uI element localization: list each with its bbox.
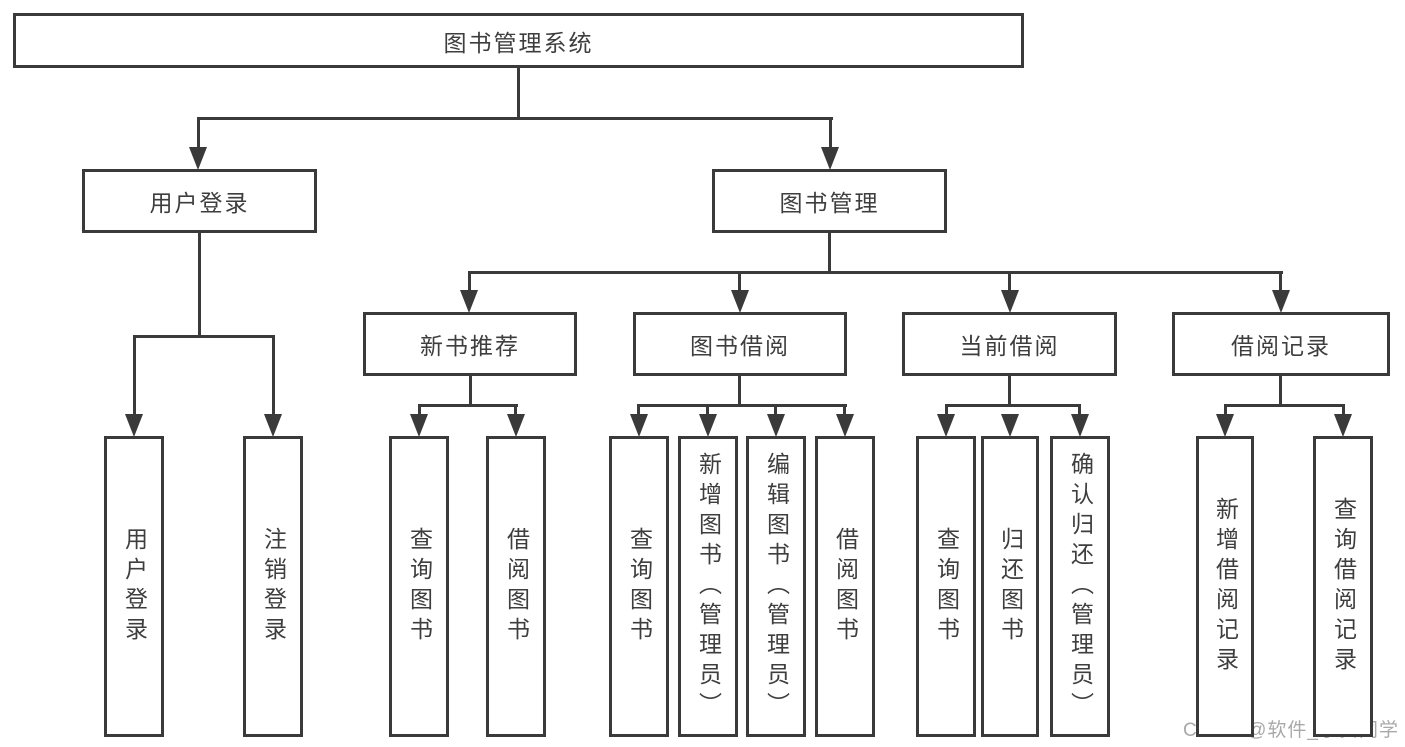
node-rec-borrow-books: 借阅图书 bbox=[486, 436, 546, 737]
node-label-rec-query-books: 查询图书 bbox=[406, 526, 433, 647]
arrowhead-down-icon bbox=[1334, 414, 1352, 437]
connector-line bbox=[829, 117, 832, 153]
arrowhead-down-icon bbox=[1001, 290, 1019, 313]
arrowhead-down-icon bbox=[937, 414, 955, 437]
arrowhead-down-icon bbox=[189, 147, 207, 170]
connector-line bbox=[738, 376, 741, 406]
node-book-mgmt: 图书管理 bbox=[712, 169, 947, 233]
connector-line bbox=[197, 117, 200, 153]
arrowhead-down-icon bbox=[821, 147, 839, 170]
connector-line bbox=[272, 335, 275, 419]
node-label-cb-query-books: 查询图书 bbox=[933, 526, 960, 647]
node-label-bb-query-books: 查询图书 bbox=[626, 526, 653, 647]
connector-line bbox=[514, 404, 517, 420]
connector-line bbox=[738, 271, 741, 295]
connector-line bbox=[133, 335, 275, 338]
connector-line bbox=[469, 376, 472, 406]
connector-line bbox=[1078, 404, 1081, 420]
connector-line bbox=[197, 117, 833, 120]
connector-line bbox=[1342, 404, 1345, 420]
node-label-new-book-rec: 新书推荐 bbox=[420, 333, 520, 359]
arrowhead-down-icon bbox=[836, 414, 854, 437]
connector-line bbox=[1008, 271, 1011, 295]
connector-line bbox=[774, 404, 777, 420]
connector-line bbox=[637, 404, 640, 420]
connector-line bbox=[198, 233, 201, 338]
node-user-login: 用户登录 bbox=[82, 169, 317, 233]
node-bb-add-books: 新增图书（管理员） bbox=[678, 436, 738, 737]
node-label-login: 用户登录 bbox=[121, 526, 148, 647]
connector-line bbox=[1224, 404, 1344, 407]
connector-line bbox=[468, 271, 471, 295]
node-current-borrow: 当前借阅 bbox=[902, 312, 1117, 376]
node-label-current-borrow: 当前借阅 bbox=[959, 333, 1060, 359]
connector-line bbox=[828, 233, 831, 274]
connector-line bbox=[133, 335, 136, 419]
arrowhead-down-icon bbox=[1272, 290, 1290, 313]
node-label-br-query-record: 查询借阅记录 bbox=[1330, 496, 1357, 677]
connector-line bbox=[468, 271, 1283, 274]
arrowhead-down-icon bbox=[699, 414, 717, 437]
connector-line bbox=[945, 404, 948, 420]
node-label-book-mgmt: 图书管理 bbox=[779, 190, 880, 216]
node-br-query-record: 查询借阅记录 bbox=[1313, 436, 1373, 737]
node-bb-query-books: 查询图书 bbox=[609, 436, 669, 737]
connector-line bbox=[706, 404, 709, 420]
connector-line bbox=[1279, 271, 1282, 295]
node-label-cb-return-books: 归还图书 bbox=[997, 526, 1024, 647]
node-label-book-borrow: 图书借阅 bbox=[690, 333, 790, 359]
node-root: 图书管理系统 bbox=[13, 13, 1024, 68]
connector-line bbox=[945, 404, 1081, 407]
arrowhead-down-icon bbox=[507, 414, 525, 437]
node-label-cb-confirm-return: 确认归还（管理员） bbox=[1067, 451, 1094, 722]
node-label-bb-add-books: 新增图书（管理员） bbox=[695, 451, 722, 722]
node-rec-query-books: 查询图书 bbox=[389, 436, 449, 737]
connector-line bbox=[843, 404, 846, 420]
node-cb-confirm-return: 确认归还（管理员） bbox=[1050, 436, 1110, 737]
node-cb-return-books: 归还图书 bbox=[981, 436, 1039, 737]
node-label-logout: 注销登录 bbox=[260, 526, 287, 647]
node-label-borrow-records: 借阅记录 bbox=[1231, 333, 1331, 359]
arrowhead-down-icon bbox=[1001, 414, 1019, 437]
node-label-rec-borrow-books: 借阅图书 bbox=[503, 526, 530, 647]
connector-line bbox=[1224, 404, 1227, 420]
arrowhead-down-icon bbox=[125, 414, 143, 437]
node-label-bb-edit-books: 编辑图书（管理员） bbox=[763, 451, 790, 722]
connector-line bbox=[637, 404, 847, 407]
arrowhead-down-icon bbox=[410, 414, 428, 437]
node-br-add-record: 新增借阅记录 bbox=[1196, 436, 1254, 737]
node-new-book-rec: 新书推荐 bbox=[363, 312, 577, 376]
arrowhead-down-icon bbox=[460, 290, 478, 313]
node-cb-query-books: 查询图书 bbox=[916, 436, 976, 737]
node-login: 用户登录 bbox=[104, 436, 164, 737]
arrowhead-down-icon bbox=[630, 414, 648, 437]
node-logout: 注销登录 bbox=[243, 436, 303, 737]
arrowhead-down-icon bbox=[264, 414, 282, 437]
arrowhead-down-icon bbox=[1071, 414, 1089, 437]
node-bb-edit-books: 编辑图书（管理员） bbox=[746, 436, 806, 737]
connector-line bbox=[1008, 376, 1011, 406]
connector-line bbox=[418, 404, 518, 407]
node-label-user-login: 用户登录 bbox=[149, 190, 250, 216]
node-label-br-add-record: 新增借阅记录 bbox=[1212, 496, 1239, 677]
node-label-root: 图书管理系统 bbox=[443, 29, 594, 56]
arrowhead-down-icon bbox=[1216, 414, 1234, 437]
arrowhead-down-icon bbox=[731, 290, 749, 313]
arrowhead-down-icon bbox=[767, 414, 785, 437]
node-label-bb-borrow-books: 借阅图书 bbox=[832, 526, 859, 647]
connector-line bbox=[418, 404, 421, 420]
node-book-borrow: 图书借阅 bbox=[633, 312, 847, 376]
connector-line bbox=[517, 68, 520, 119]
node-bb-borrow-books: 借阅图书 bbox=[815, 436, 875, 737]
node-borrow-records: 借阅记录 bbox=[1172, 312, 1390, 376]
connector-line bbox=[1279, 376, 1282, 406]
